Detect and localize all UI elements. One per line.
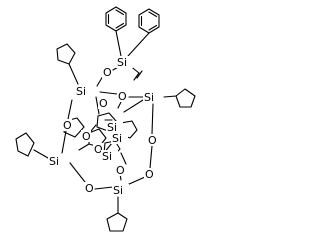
atom-si-inner-right: Si (112, 132, 122, 145)
structure-canvas: Si O Si O Si O O O Si O Si O Si O S (15, 6, 196, 232)
atom-si-cage-bottom: Si (113, 184, 123, 197)
cyclopentyl-ring-left (15, 132, 35, 157)
cyclopentyl-ring-bottom (106, 212, 128, 232)
cyclopentyl-ring-right (175, 88, 196, 108)
cyclopentyl-ring-top-left (56, 43, 76, 65)
atom-si-cage-top-left: Si (76, 85, 86, 98)
bond-layer (15, 6, 196, 232)
atom-si-cage-right: Si (144, 91, 154, 104)
atom-si-inner-lower: Si (102, 150, 112, 163)
atom-si-silyl: Si (117, 56, 127, 69)
atom-o-inner-lower: O (94, 143, 103, 156)
atom-o-cage-top: O (118, 90, 127, 103)
molecule-diagram: Si O Si O Si O O O Si O Si O Si O S (15, 6, 196, 232)
phenyl-ring-a (105, 6, 127, 32)
atom-o-inner-bottom: O (116, 164, 125, 177)
atom-o-inner-top: O (99, 97, 108, 110)
atom-si-inner-upper: Si (107, 121, 117, 134)
atom-o-inner-left: O (82, 130, 91, 143)
atom-o-cage-right-lower: O (145, 168, 154, 181)
atom-o-ether: O (103, 66, 112, 79)
atom-o-cage-bottom-left: O (85, 182, 94, 195)
atom-labels: Si O Si O Si O O O Si O Si O Si O S (48, 56, 160, 197)
phenyl-ring-b (138, 8, 160, 34)
atom-o-cage-right: O (148, 134, 157, 147)
atom-si-cage-left: Si (49, 155, 59, 168)
cyclopentyl-ring-inner-c (88, 128, 107, 148)
atom-o-cage-left: O (63, 119, 72, 132)
